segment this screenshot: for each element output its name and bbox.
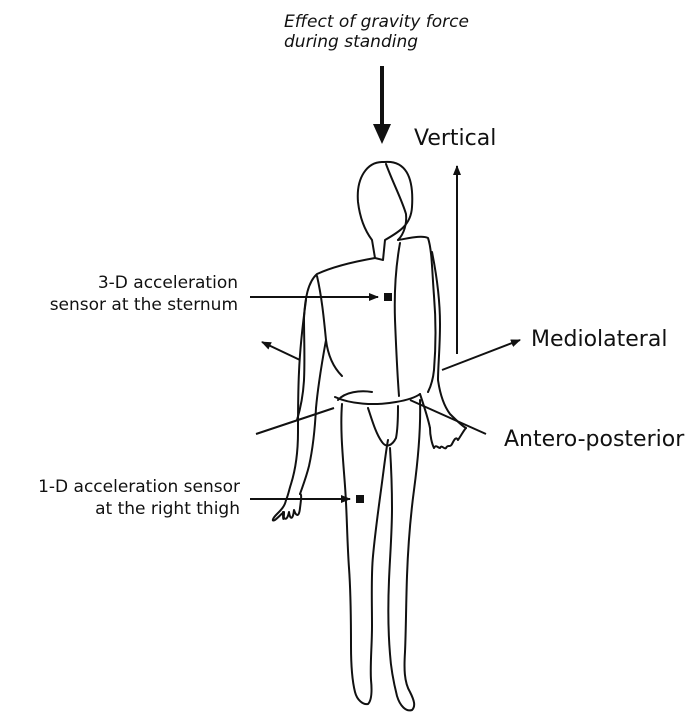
vertical-axis-label: Vertical	[414, 126, 496, 151]
left-hand-outline	[430, 428, 466, 448]
sternum-sensor-label: 3-D acceleration sensor at the sternum	[22, 272, 238, 316]
left-leg-outline	[388, 400, 420, 710]
antero-posterior-axis-line-front	[410, 400, 486, 434]
sternum-sensor-label-line1: 3-D acceleration	[22, 272, 238, 294]
thigh-sensor-label-line2: at the right thigh	[8, 498, 240, 520]
crotch-line	[368, 406, 398, 445]
gravity-caption: Effect of gravity force during standing	[284, 12, 469, 52]
gravity-arrow-head	[373, 124, 391, 144]
mediolateral-axis-arrow	[442, 340, 520, 370]
antero-posterior-axis-label: Antero-posterior	[504, 427, 684, 452]
mediolateral-axis-label: Mediolateral	[531, 327, 667, 352]
right-arm-outline	[286, 300, 326, 500]
thigh-sensor-marker	[356, 495, 364, 503]
waist-line	[335, 391, 420, 404]
gravity-caption-line1: Effect of gravity force	[284, 12, 469, 32]
thigh-sensor-label: 1-D acceleration sensor at the right thi…	[8, 476, 240, 520]
thigh-sensor-label-line1: 1-D acceleration sensor	[8, 476, 240, 498]
sternum-sensor-label-line2: sensor at the sternum	[22, 294, 238, 316]
mediolateral-axis-arrow-back	[262, 342, 300, 360]
right-leg-outline	[341, 404, 388, 704]
sternum-sensor-marker	[384, 293, 392, 301]
human-figure	[273, 162, 466, 711]
left-shoulder-line	[317, 276, 342, 376]
antero-posterior-axis-line	[256, 408, 334, 434]
left-arm-outline	[420, 252, 466, 428]
sternum-line	[395, 243, 400, 396]
gravity-caption-line2: during standing	[284, 32, 469, 52]
